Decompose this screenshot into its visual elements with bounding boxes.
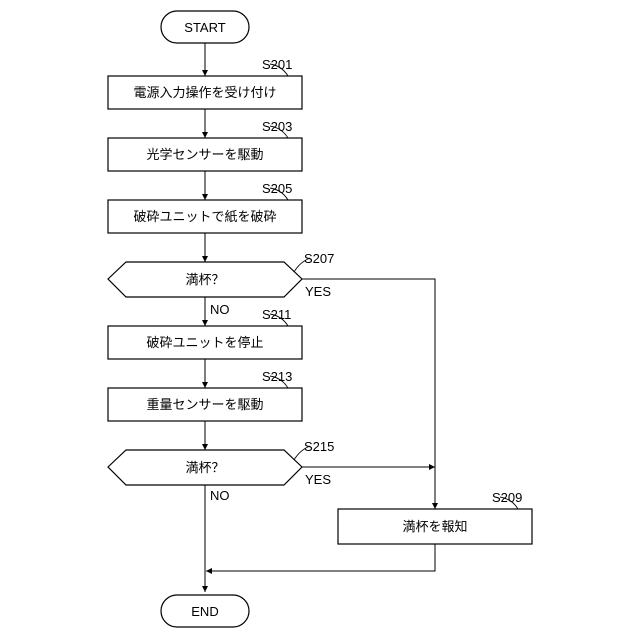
end-terminal: END xyxy=(161,595,249,627)
decision-s215-no-label: NO xyxy=(210,488,230,503)
end-label: END xyxy=(191,604,218,619)
step-s209-text: 満杯を報知 xyxy=(402,519,467,535)
decision-s215-id: S215 xyxy=(304,439,334,454)
arrow-s209-to-end xyxy=(206,544,435,571)
decision-s207-id: S207 xyxy=(304,251,334,266)
decision-s207-no-label: NO xyxy=(210,302,230,317)
step-s201-text: 電源入力操作を受け付け xyxy=(133,85,276,101)
start-terminal: START xyxy=(161,11,249,43)
step-s205-id: S205 xyxy=(262,181,292,196)
step-s213-id: S213 xyxy=(262,369,292,384)
decision-s207-text: 満杯？ xyxy=(185,273,224,288)
step-s205-text: 破砕ユニットで紙を破砕 xyxy=(133,210,276,225)
start-label: START xyxy=(184,20,225,35)
step-s203-text: 光学センサーを駆動 xyxy=(146,147,263,163)
decision-s207: 満杯？ S207 YES NO xyxy=(108,251,334,317)
step-s213-text: 重量センサーを駆動 xyxy=(146,397,263,413)
decision-s207-yes-label: YES xyxy=(305,284,331,299)
step-s203-id: S203 xyxy=(262,119,292,134)
step-s211-text: 破砕ユニットを停止 xyxy=(146,335,263,351)
step-s209-id: S209 xyxy=(492,490,522,505)
decision-s215-text: 満杯？ xyxy=(185,461,224,476)
step-s211-id: S211 xyxy=(262,307,291,322)
decision-s215-yes-label: YES xyxy=(305,472,331,487)
step-s201-id: S201 xyxy=(262,57,292,72)
decision-s215: 満杯？ S215 YES NO xyxy=(108,439,334,503)
